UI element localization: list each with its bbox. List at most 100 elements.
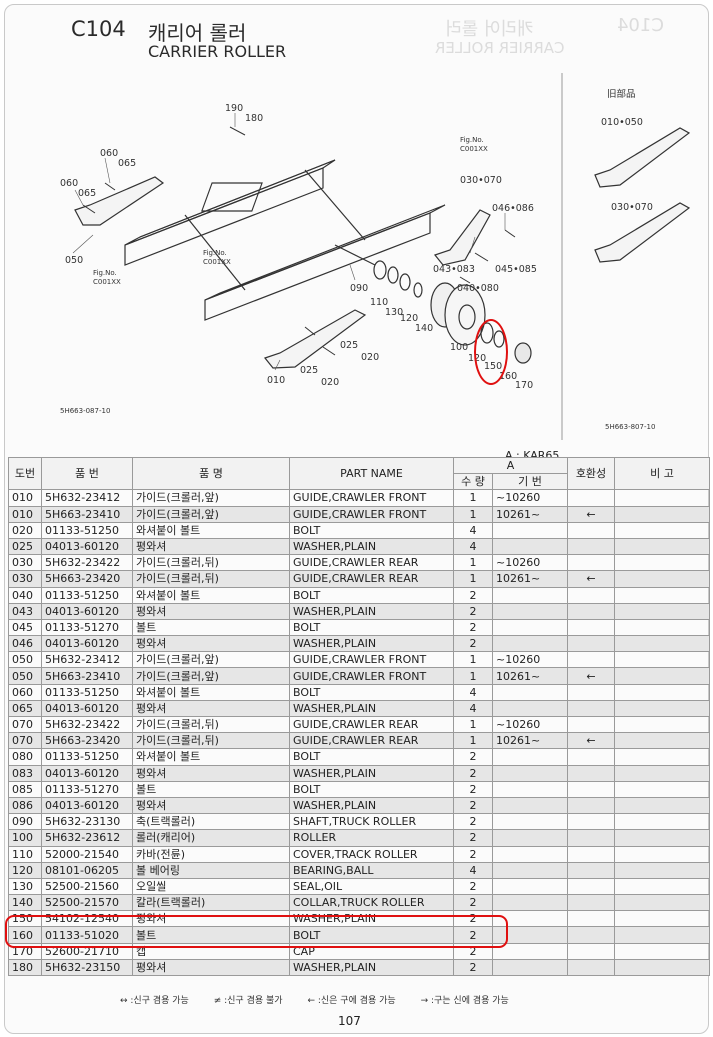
- label-065b: 065: [78, 188, 96, 199]
- cell-name-en: WASHER,PLAIN: [289, 796, 454, 815]
- legend: ↔ :신구 겸용 가능 ≠ :신구 겸용 불가 ← :신은 구에 겸용 가능 →…: [120, 993, 531, 1006]
- cell-serial: [492, 877, 568, 896]
- cell-name-ko: 롤러(캐리어): [132, 829, 290, 847]
- cell-qty: 2: [453, 829, 493, 847]
- cell-interchange: [567, 845, 615, 863]
- cell-interchange: [567, 651, 615, 669]
- cell-serial: [492, 894, 568, 912]
- cell-qty: 1: [453, 732, 493, 750]
- fig-ref-3: Fig.No.: [93, 269, 117, 277]
- label-090: 090: [350, 283, 368, 294]
- cell-name-ko: 평와셔: [132, 796, 290, 815]
- header-name-en: PART NAME: [289, 456, 454, 491]
- cell-remarks: [614, 845, 710, 863]
- section-code: C104: [71, 17, 126, 41]
- cell-interchange: [567, 521, 615, 539]
- cell-name-ko: 가이드(크롤러,뒤): [132, 732, 290, 750]
- cell-interchange: [567, 586, 615, 604]
- cell-qty: 2: [453, 586, 493, 604]
- cell-interchange: [567, 894, 615, 912]
- cell-remarks: [614, 715, 710, 734]
- cell-name-en: GUIDE,CRAWLER REAR: [289, 732, 454, 750]
- cell-interchange: [567, 958, 615, 977]
- cell-interchange: [567, 829, 615, 847]
- cell-name-ko: 볼트: [132, 618, 290, 637]
- cell-interchange: [567, 715, 615, 734]
- cell-ref: 100: [8, 829, 42, 847]
- cell-part-no: 01133-51270: [41, 618, 133, 637]
- row-highlight-150: [5, 915, 508, 948]
- label-130: 130: [385, 307, 403, 318]
- label-045-085: 045•085: [495, 264, 537, 275]
- cell-interchange: [567, 748, 615, 766]
- cell-serial: 10261~: [492, 732, 568, 750]
- cell-name-ko: 와셔붙이 볼트: [132, 683, 290, 701]
- cell-remarks: [614, 602, 710, 620]
- cell-part-no: 04013-60120: [41, 537, 133, 556]
- cell-qty: 2: [453, 845, 493, 863]
- label-030-070: 030•070: [460, 175, 502, 186]
- cell-qty: 1: [453, 505, 493, 523]
- cell-qty: 2: [453, 958, 493, 977]
- cell-part-no: 08101-06205: [41, 861, 133, 879]
- cell-qty: 1: [453, 570, 493, 588]
- cell-ref: 086: [8, 796, 42, 815]
- cell-qty: 1: [453, 715, 493, 734]
- cell-serial: [492, 635, 568, 653]
- header-serial: 기 번: [492, 473, 568, 491]
- cell-part-no: 52000-21540: [41, 845, 133, 863]
- label-140: 140: [415, 323, 433, 334]
- cell-name-ko: 볼트: [132, 926, 290, 944]
- cell-serial: ~10260: [492, 489, 568, 507]
- label-010: 010: [267, 375, 285, 386]
- old-parts-guides: [594, 127, 691, 263]
- cell-qty: 2: [453, 748, 493, 766]
- cell-qty: 2: [453, 780, 493, 798]
- cell-serial: ~10260: [492, 651, 568, 669]
- cell-name-ko: 칼라(트랙롤러): [132, 894, 290, 912]
- cell-name-ko: 축(트랙롤러): [132, 813, 290, 831]
- cell-qty: 2: [453, 764, 493, 782]
- cell-qty: 4: [453, 699, 493, 718]
- cell-name-en: BOLT: [289, 926, 454, 944]
- cell-remarks: [614, 877, 710, 896]
- cell-part-no: 5H663-23420: [41, 570, 133, 588]
- fig-ref-3-code: C001XX: [93, 278, 121, 286]
- header-name-ko: 품 명: [132, 456, 290, 491]
- cell-name-en: GUIDE,CRAWLER REAR: [289, 554, 454, 572]
- cell-name-ko: 가이드(크롤러,뒤): [132, 554, 290, 572]
- cell-remarks: [614, 489, 710, 507]
- cell-ref: 043: [8, 602, 42, 620]
- label-040-080: 040•080: [457, 283, 499, 294]
- cell-remarks: [614, 861, 710, 879]
- cell-part-no: 01133-51250: [41, 586, 133, 604]
- cell-part-no: 04013-60120: [41, 635, 133, 653]
- cell-name-ko: 평와셔: [132, 602, 290, 620]
- cell-remarks: [614, 942, 710, 960]
- cell-part-no: 01133-51250: [41, 683, 133, 701]
- cell-interchange: ←: [567, 570, 615, 588]
- cell-name-en: WASHER,PLAIN: [289, 602, 454, 620]
- cell-name-en: GUIDE,CRAWLER REAR: [289, 570, 454, 588]
- page-number: 107: [338, 1014, 361, 1028]
- label-old-030-070: 030•070: [611, 202, 653, 213]
- cell-remarks: [614, 958, 710, 977]
- cell-qty: 2: [453, 894, 493, 912]
- cell-name-ko: 가이드(크롤러,앞): [132, 505, 290, 523]
- label-060b: 060: [60, 178, 78, 189]
- leader-lines: [72, 113, 506, 371]
- cell-ref: 065: [8, 699, 42, 718]
- drawing-code-right: 5H663-807-10: [605, 423, 655, 431]
- cell-qty: 1: [453, 554, 493, 572]
- header-group-a: A: [453, 456, 568, 475]
- cell-name-en: BOLT: [289, 780, 454, 798]
